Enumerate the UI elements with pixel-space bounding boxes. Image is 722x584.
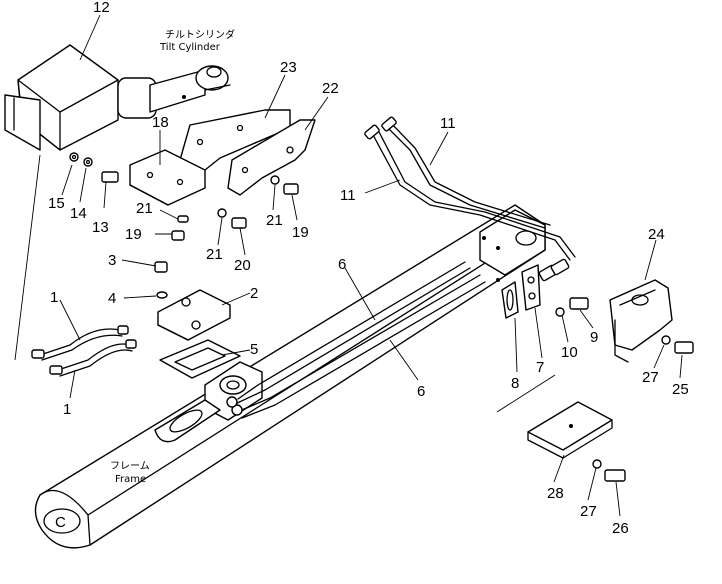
callout-15: 15: [48, 195, 65, 212]
callout-2: 2: [250, 285, 258, 302]
tilt-cylinder-label-en: Tilt Cylinder: [159, 42, 221, 53]
callout-14: 14: [70, 205, 87, 222]
callout-12: 12: [93, 0, 110, 16]
callout-27-a: 27: [642, 369, 659, 386]
hoses-6: [226, 261, 486, 419]
tilt-cylinder-label-jp: チルトシリンダ: [165, 28, 235, 41]
callout-1-bottom: 1: [63, 401, 71, 418]
callout-8: 8: [511, 375, 519, 392]
callout-27-b: 27: [580, 503, 597, 520]
frame-label-en: Frame: [115, 474, 146, 485]
callout-4: 4: [108, 290, 116, 307]
callout-19-b: 19: [292, 224, 309, 241]
callout-13: 13: [92, 219, 109, 236]
callout-23: 23: [280, 59, 297, 76]
gasket-5: [159, 339, 241, 379]
plate-8: [501, 281, 519, 319]
callout-18: 18: [152, 114, 169, 131]
plate-18: [129, 149, 206, 206]
callout-6-top: 6: [338, 256, 346, 273]
bracket-22: [227, 119, 316, 196]
callout-25: 25: [672, 381, 689, 398]
hoses-1: [14, 154, 137, 377]
callout-28: 28: [547, 485, 564, 502]
callout-21-a: 21: [136, 200, 153, 217]
callout-20: 20: [234, 257, 251, 274]
callout-26: 26: [612, 520, 629, 537]
callout-21-c: 21: [266, 212, 283, 229]
leader-lines: [59, 14, 683, 517]
callout-21-b: 21: [206, 246, 223, 263]
fasteners: [69, 152, 694, 482]
callout-3: 3: [108, 252, 116, 269]
callout-1-top: 1: [50, 289, 58, 306]
callout-9: 9: [590, 329, 598, 346]
callout-24: 24: [648, 226, 665, 243]
callout-19-a: 19: [125, 226, 142, 243]
frame-mark: C: [55, 514, 66, 531]
callout-11-left: 11: [340, 187, 356, 204]
block-2: [157, 289, 231, 341]
callout-11-top: 11: [440, 115, 456, 132]
callout-22: 22: [322, 80, 339, 97]
callout-6-bottom: 6: [417, 383, 425, 400]
plate-7: [521, 264, 541, 311]
callout-7: 7: [536, 359, 544, 376]
hoses-11: [364, 116, 576, 282]
bracket-24: [609, 279, 673, 363]
callout-10: 10: [561, 344, 578, 361]
callout-5: 5: [250, 341, 258, 358]
tilt-cylinder: [4, 44, 231, 151]
frame-label-jp: フレーム: [110, 460, 150, 472]
